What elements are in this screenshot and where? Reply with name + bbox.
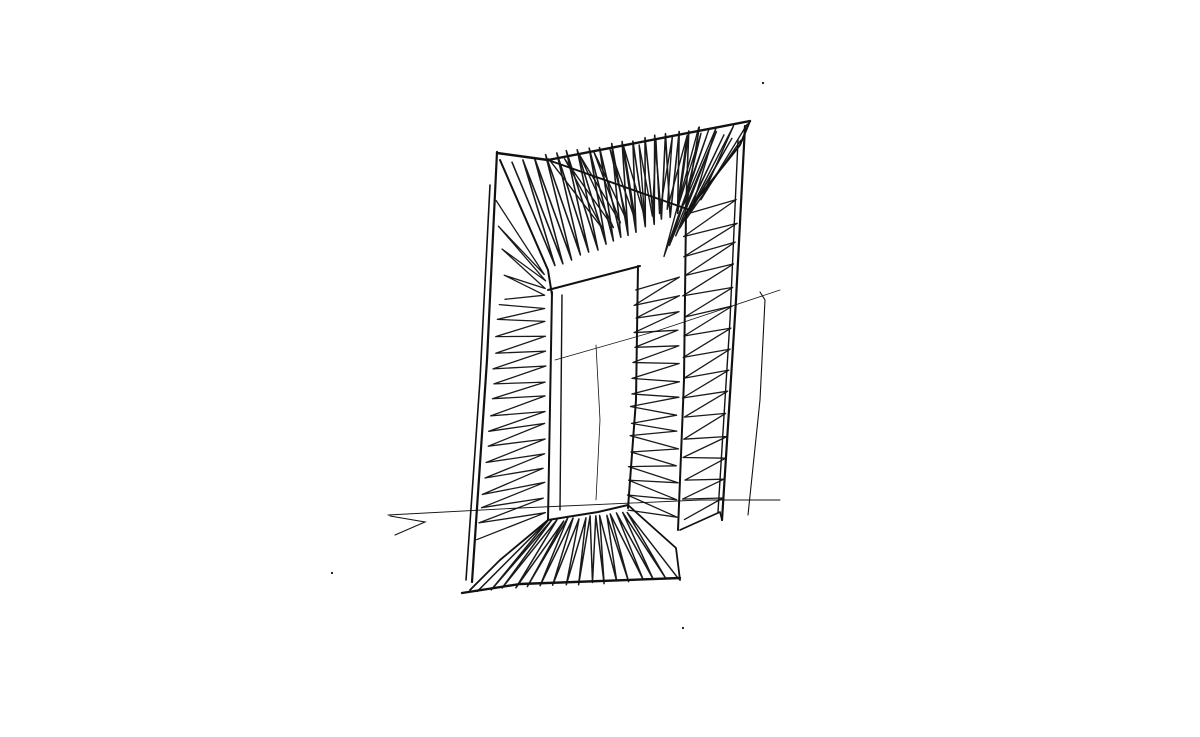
right-standalone-edge bbox=[747, 291, 766, 516]
perspective-line bbox=[554, 289, 781, 361]
outline-strokes bbox=[460, 119, 752, 595]
ground-tick bbox=[389, 515, 427, 536]
interior-line bbox=[595, 344, 601, 501]
top-right-edge bbox=[685, 120, 751, 214]
opening-bottom bbox=[547, 504, 629, 521]
top-right-corner-hatch bbox=[663, 126, 742, 258]
opening-left bbox=[547, 291, 553, 521]
construction-lines bbox=[387, 289, 781, 536]
bottom-face-hatch bbox=[476, 511, 680, 593]
paper-speck bbox=[761, 81, 765, 85]
bottom-right-bevel bbox=[627, 504, 681, 581]
bottom-left-bevel bbox=[469, 519, 549, 591]
right-outer-face-hatch bbox=[681, 198, 738, 521]
opening-top bbox=[547, 265, 641, 291]
left-outer-edge bbox=[470, 150, 499, 584]
top-inner-diagonal bbox=[547, 159, 691, 211]
top-face-hatch bbox=[511, 126, 701, 267]
bottom-rim bbox=[460, 576, 682, 595]
paper-specks bbox=[330, 81, 765, 630]
paper-speck bbox=[330, 571, 334, 575]
right-outer-edge bbox=[720, 124, 747, 522]
right-jamb-hatch bbox=[626, 276, 681, 518]
left-outer-edge-2 bbox=[465, 184, 491, 581]
right-outer-edge-2 bbox=[717, 139, 739, 513]
left-jamb-hatch bbox=[475, 303, 547, 541]
opening-right bbox=[627, 265, 639, 509]
paper-speck bbox=[681, 626, 685, 630]
opening-left-inner bbox=[559, 294, 563, 511]
ground-line bbox=[387, 499, 781, 516]
top-face-hatch-2 bbox=[548, 123, 748, 231]
top-left-bevel bbox=[499, 159, 553, 296]
left-jamb-upper-hatch bbox=[495, 199, 547, 300]
right-bottom-edge bbox=[679, 511, 723, 531]
right-jamb-front-edge bbox=[677, 212, 687, 531]
hatching-strokes bbox=[475, 123, 748, 593]
